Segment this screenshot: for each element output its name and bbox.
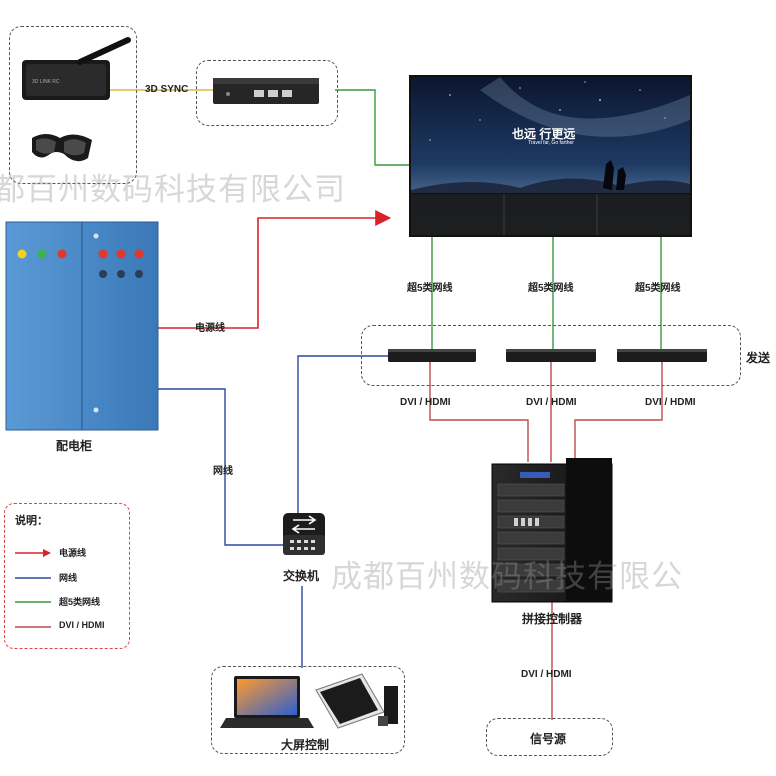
emitter-device (22, 37, 131, 100)
big-screen-control-label: 大屏控制 (281, 738, 330, 752)
sync-box-device (213, 78, 319, 104)
3d-glasses-icon (32, 134, 92, 162)
net-line-sender (297, 355, 388, 515)
cat5-line-sync (335, 89, 410, 166)
legend-item-label: 电源线 (59, 548, 87, 558)
emitter-text: 3D LINK RC (32, 79, 60, 85)
legend-network-swatch (15, 577, 51, 579)
controller-device (491, 458, 613, 603)
dvi-line-3 (574, 362, 663, 462)
net-line-cabinet (158, 388, 285, 546)
wall-slogan-1: 也远 行更远 (512, 127, 576, 141)
power-line (158, 210, 392, 329)
legend-item-network: 网线 (13, 571, 128, 585)
wall-slogan-2: Travel far, Go farther (528, 140, 574, 146)
controller-label: 拼接控制器 (522, 612, 583, 626)
signal-source-label: 信号源 (530, 732, 567, 746)
legend-power-swatch (15, 549, 51, 557)
dvi-label-1: DVI / HDMI (400, 397, 451, 408)
dvi-label-4: DVI / HDMI (521, 669, 572, 680)
legend-item-label: 网线 (59, 573, 78, 583)
legend-title: 说明： (15, 515, 48, 527)
legend-item-label: 超5类网线 (59, 597, 101, 607)
control-group-frame (211, 666, 405, 754)
dvi-label-3: DVI / HDMI (645, 397, 696, 408)
sender-group-frame (361, 325, 741, 386)
video-wall (409, 75, 692, 237)
sync-label: 3D SYNC (145, 84, 189, 95)
watermark-text-1: 都百州数码科技有限公司 (0, 172, 346, 207)
legend-item-cat5: 超5类网线 (13, 595, 128, 609)
dvi-line-1 (429, 362, 529, 462)
legend-item-power: 电源线 (13, 546, 128, 560)
monitor-icon (315, 673, 398, 729)
legend: 说明： 电源线 网线 超5类网线 DVI / HDMI (4, 503, 130, 649)
dvi-label-2: DVI / HDMI (526, 397, 577, 408)
legend-dvi-swatch (15, 626, 51, 628)
watermark-text-2: 成都百州数码科技有限公 (331, 559, 683, 594)
legend-item-dvi: DVI / HDMI (13, 620, 128, 634)
cat5-label-3: 超5类网线 (635, 283, 681, 294)
emitter-group-frame (9, 26, 137, 184)
cat5-label-1: 超5类网线 (407, 283, 453, 294)
power-line-label: 电源线 (195, 323, 225, 334)
net-line-label: 网线 (213, 466, 233, 477)
sender-device-2 (506, 349, 596, 362)
cabinet-label: 配电柜 (56, 439, 93, 453)
cat5-label-2: 超5类网线 (528, 283, 574, 294)
cabinet-device (5, 221, 159, 431)
sender-device-1 (388, 349, 476, 362)
laptop-icon (220, 676, 314, 728)
switch-icon (283, 513, 325, 555)
switch-label: 交换机 (283, 569, 320, 583)
sender-device-3 (617, 349, 707, 362)
legend-item-label: DVI / HDMI (59, 620, 105, 630)
signal-source-frame (486, 718, 613, 756)
sync-group-frame (196, 60, 338, 126)
legend-cat5-swatch (15, 601, 51, 603)
sender-label: 发送 (746, 351, 771, 365)
